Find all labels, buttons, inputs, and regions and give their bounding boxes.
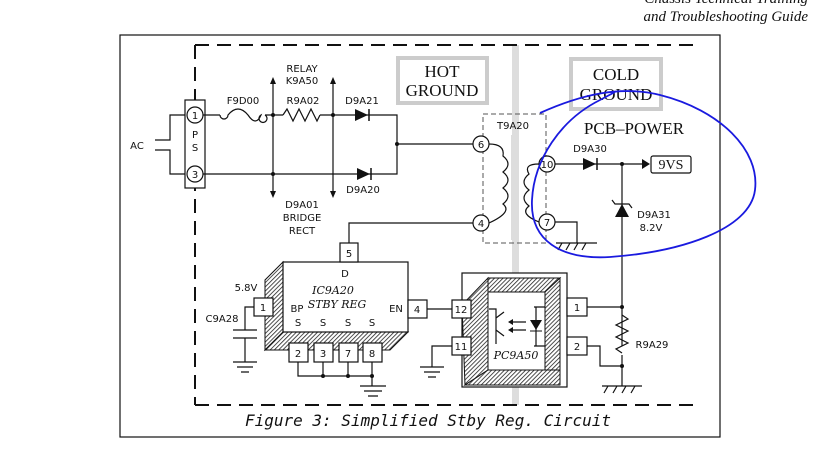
optocoupler-pc9a50: 12 11 PC9A50 1 2 R9A29 (420, 272, 669, 394)
svg-text:RELAY: RELAY (286, 64, 318, 75)
svg-text:7: 7 (544, 218, 550, 229)
svg-text:S: S (295, 318, 301, 329)
ic9a20: 5 D IC9A20 STBY REG BP EN S S S S 1 4 2 … (206, 222, 473, 397)
bridge-rectifier: RELAY K9A50 F9D00 R9A02 D9A21 D9A20 D9A0… (203, 64, 473, 237)
svg-text:K9A50: K9A50 (286, 76, 319, 87)
header-line-2: and Troubleshooting Guide (643, 9, 808, 25)
svg-text:1: 1 (192, 111, 198, 122)
svg-text:6: 6 (478, 140, 484, 151)
svg-text:S: S (369, 318, 375, 329)
svg-text:HOT: HOT (425, 62, 461, 81)
header-line-1: Chassis Technical Training (644, 0, 808, 8)
svg-text:GROUND: GROUND (580, 85, 653, 104)
svg-text:S: S (192, 143, 198, 154)
pcb-power-label: PCB–POWER (584, 119, 685, 138)
figure-caption: Figure 3: Simplified Stby Reg. Circuit (245, 411, 611, 430)
svg-text:1: 1 (260, 303, 266, 314)
svg-text:12: 12 (455, 305, 468, 316)
svg-text:COLD: COLD (593, 65, 639, 84)
svg-text:R9A29: R9A29 (636, 340, 669, 351)
dashed-boundary (194, 44, 695, 406)
transformer-t9a20: T9A20 6 4 10 7 (472, 113, 556, 244)
svg-text:BRIDGE: BRIDGE (283, 213, 322, 224)
svg-text:4: 4 (478, 219, 484, 230)
svg-text:R9A02: R9A02 (287, 96, 320, 107)
cold-ground-label: COLD GROUND (569, 57, 663, 111)
svg-text:S: S (345, 318, 351, 329)
secondary-output: 9VS D9A30 D9A31 8.2V (555, 144, 692, 346)
svg-text:D: D (341, 269, 349, 280)
svg-text:BP: BP (291, 304, 304, 315)
svg-text:D9A31: D9A31 (637, 210, 671, 221)
svg-text:5.8V: 5.8V (235, 283, 258, 294)
figure-frame (119, 34, 721, 438)
svg-text:9VS: 9VS (659, 158, 684, 173)
annotation-circle (531, 90, 757, 259)
svg-text:EN: EN (389, 304, 403, 315)
svg-text:3: 3 (320, 349, 326, 360)
svg-text:D9A21: D9A21 (345, 96, 379, 107)
svg-text:C9A28: C9A28 (206, 314, 239, 325)
svg-text:STBY REG: STBY REG (308, 298, 367, 311)
svg-text:GROUND: GROUND (406, 81, 479, 100)
svg-text:5: 5 (346, 249, 352, 260)
svg-text:P: P (192, 130, 198, 141)
svg-text:8.2V: 8.2V (640, 223, 663, 234)
svg-text:IC9A20: IC9A20 (311, 284, 354, 297)
svg-text:1: 1 (574, 303, 580, 314)
svg-text:8: 8 (369, 349, 375, 360)
ac-input: AC 1 3 P S (130, 99, 206, 189)
svg-text:4: 4 (414, 305, 420, 316)
svg-text:D9A20: D9A20 (346, 185, 380, 196)
svg-text:AC: AC (130, 141, 144, 152)
svg-text:D9A01: D9A01 (285, 200, 319, 211)
svg-text:S: S (320, 318, 326, 329)
hot-ground-label: HOT GROUND (396, 56, 489, 105)
svg-text:11: 11 (455, 342, 468, 353)
svg-text:2: 2 (574, 342, 580, 353)
svg-text:PC9A50: PC9A50 (493, 349, 539, 362)
svg-text:T9A20: T9A20 (496, 121, 529, 132)
svg-text:2: 2 (295, 349, 301, 360)
svg-text:RECT: RECT (289, 226, 316, 237)
svg-text:3: 3 (192, 170, 198, 181)
svg-text:7: 7 (345, 349, 351, 360)
svg-text:10: 10 (541, 160, 554, 171)
svg-text:F9D00: F9D00 (227, 96, 260, 107)
svg-text:D9A30: D9A30 (573, 144, 607, 155)
